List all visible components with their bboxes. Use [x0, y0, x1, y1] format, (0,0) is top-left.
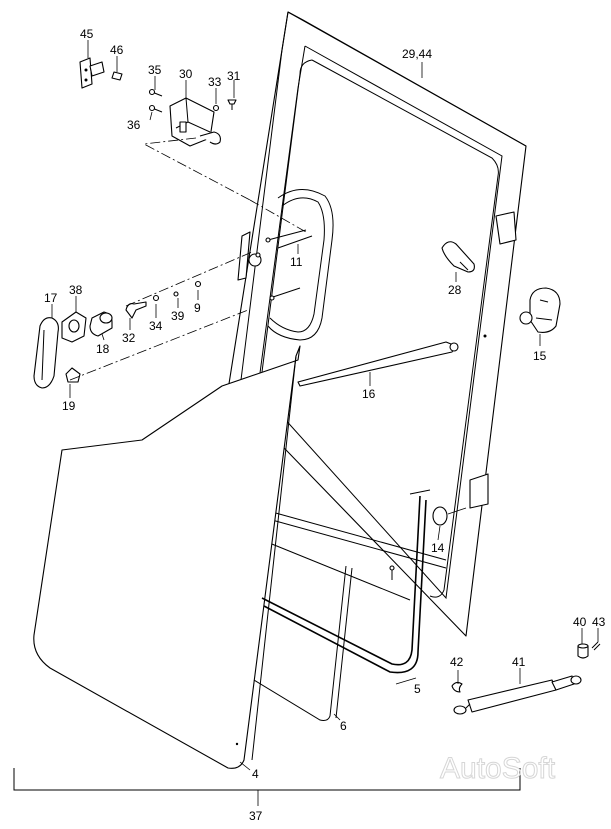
callout-6: 6 [340, 719, 347, 733]
callout-36: 36 [127, 118, 141, 132]
callout-9: 9 [194, 301, 201, 315]
callout-15: 15 [533, 349, 547, 363]
callout-43: 43 [592, 615, 606, 629]
bush-18 [89, 311, 113, 337]
callout-39: 39 [171, 309, 185, 323]
door-frame [227, 11, 527, 637]
window-seal [261, 489, 431, 674]
washer-34 [152, 294, 160, 302]
pin-39 [173, 291, 179, 297]
callout-19: 19 [62, 399, 76, 413]
callout-5: 5 [414, 682, 421, 696]
callout-42: 42 [450, 655, 464, 669]
hinge-plate [79, 57, 105, 89]
small-bolt-lower [389, 565, 395, 580]
callout-40: 40 [573, 615, 587, 629]
callout-14: 14 [431, 541, 445, 555]
gas-strut [453, 675, 582, 715]
screw-46 [111, 71, 123, 81]
callout-38: 38 [69, 283, 83, 297]
callout-labels: 45 46 35 30 33 31 36 29,44 11 28 17 38 3… [44, 27, 606, 823]
callout-18: 18 [96, 342, 110, 356]
callout-34: 34 [149, 319, 163, 333]
callout-31: 31 [227, 69, 241, 83]
callout-37: 37 [249, 809, 263, 823]
button-stop [432, 506, 467, 526]
bolts-11 [265, 229, 313, 301]
screw-31 [227, 99, 237, 110]
latch-bracket [169, 97, 221, 147]
nut-33 [212, 104, 220, 112]
callout-35: 35 [148, 63, 162, 77]
knob [441, 241, 475, 273]
callout-4: 4 [252, 767, 259, 781]
callout-30: 30 [179, 67, 193, 81]
outer-handle [519, 287, 561, 333]
callout-29-44: 29,44 [402, 47, 432, 61]
pin-9 [194, 280, 202, 288]
grab-handle-loop [267, 189, 334, 341]
glass-rubber-channel [253, 565, 353, 721]
assembly-lines [69, 137, 307, 381]
inner-handle [33, 317, 59, 389]
pin-43 [591, 641, 601, 651]
cap-40 [577, 643, 589, 659]
callout-46: 46 [110, 43, 124, 57]
screw-35 [148, 88, 163, 97]
callout-28: 28 [448, 283, 462, 297]
callout-41: 41 [512, 655, 526, 669]
callout-45: 45 [80, 27, 94, 41]
watermark-text: AutoSoft [440, 752, 556, 785]
screw-36 [148, 104, 163, 113]
leader-lines [51, 40, 599, 771]
callout-16: 16 [362, 387, 376, 401]
clip-19 [65, 367, 81, 383]
callout-33: 33 [208, 75, 222, 89]
escutcheon-38 [61, 311, 87, 343]
callout-17: 17 [44, 291, 58, 305]
callout-32: 32 [122, 331, 136, 345]
door-panel [33, 345, 301, 769]
clip-42 [451, 681, 463, 693]
link-rod [297, 334, 487, 387]
callout-11: 11 [290, 255, 303, 269]
assembly-bracket-37 [13, 768, 521, 806]
